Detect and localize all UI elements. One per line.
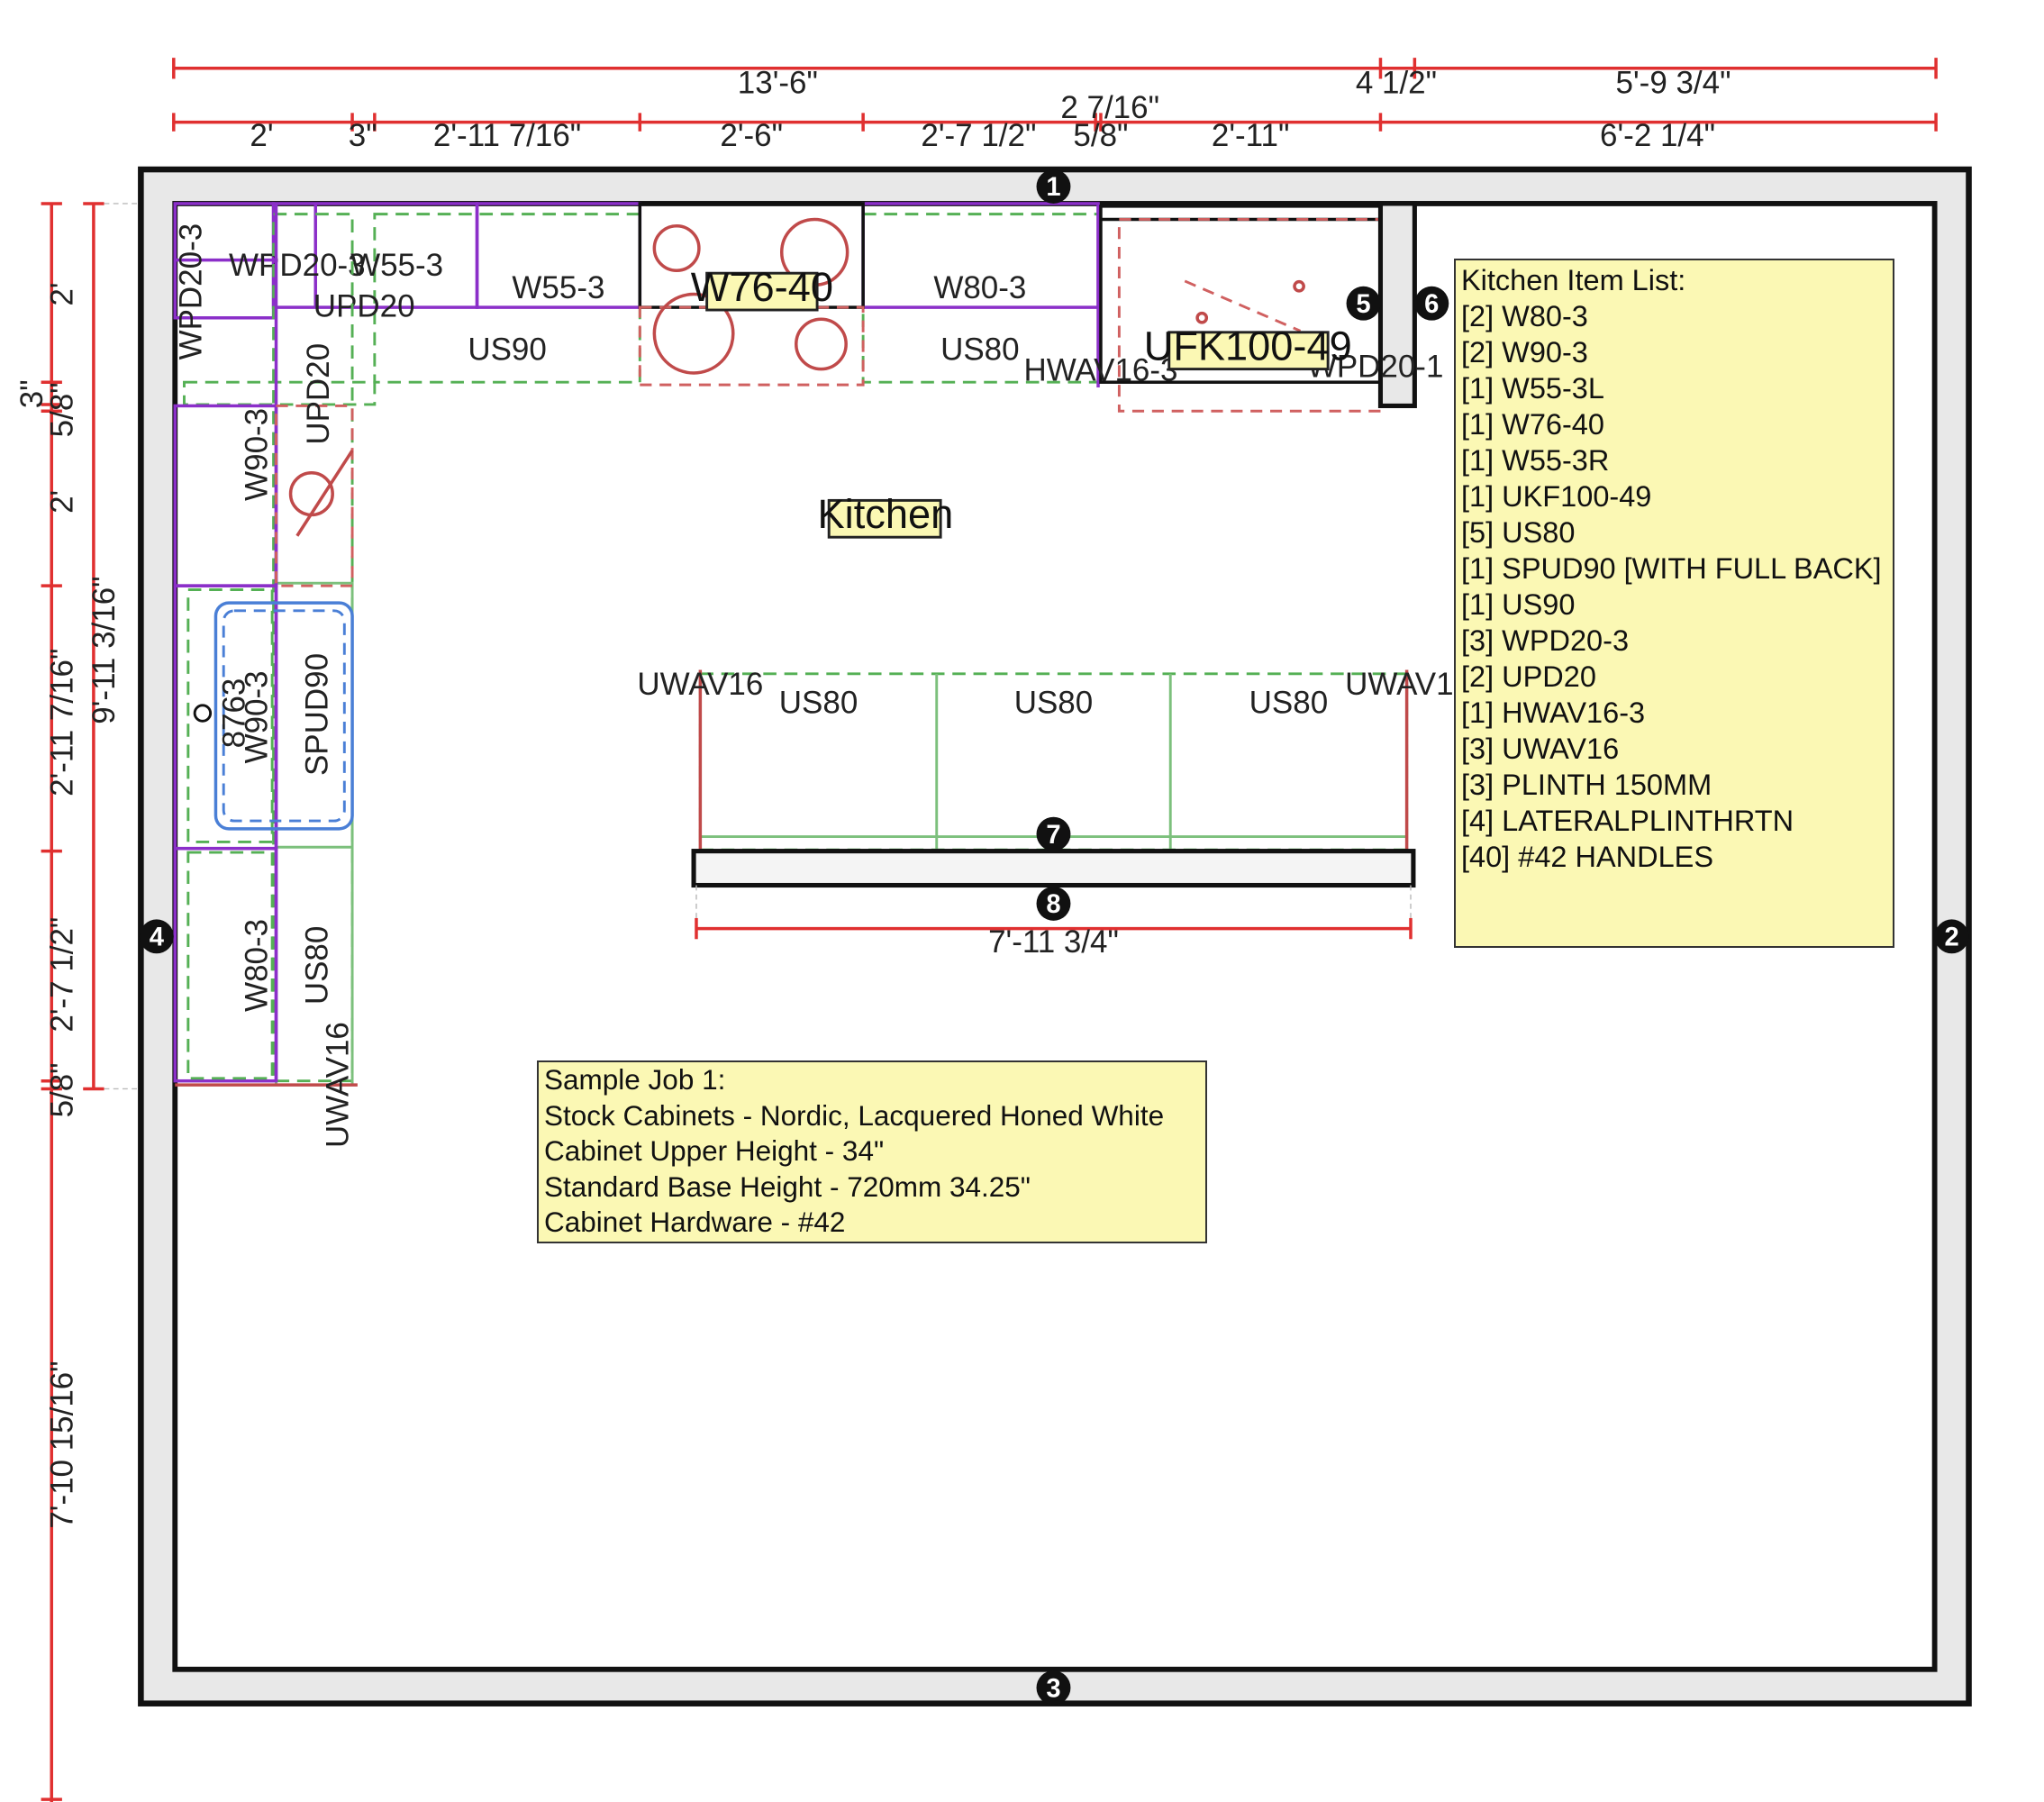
svg-text:5: 5 <box>1356 290 1370 319</box>
wall-marker-6[interactable]: 6 <box>1414 286 1449 321</box>
dim-top-total-1: 13'-6" <box>738 65 818 100</box>
cab-left-w90-3b: W90-3 <box>239 670 274 763</box>
cab-top-us80: US80 <box>940 332 1019 367</box>
cab-top-w80-3: W80-3 <box>933 270 1026 305</box>
dim-left-7: 5/8" <box>45 1062 80 1117</box>
cab-left-sink-code: 8763 <box>217 678 252 749</box>
job-note-line: Standard Base Height - 720mm 34.25" <box>544 1169 1031 1203</box>
dim-top-7: 2'-11" <box>1212 118 1289 153</box>
dim-island: 7'-11 3/4" <box>988 924 1119 960</box>
dim-top-5: 2'-7 1/2" <box>921 118 1036 153</box>
room-tag: Kitchen <box>818 491 954 537</box>
cab-left-us80: US80 <box>299 926 334 1005</box>
item-list-entry: [1] HWAV16-3 <box>1461 696 1646 729</box>
left-cabinet-run: WPD20-3 UPD20 W90-3 W90-3 SPUD90 8763 W8… <box>173 203 358 1148</box>
cab-left-wpd20-3: WPD20-3 <box>173 223 208 360</box>
item-list-entry: [1] W55-3R <box>1461 444 1610 477</box>
wall-marker-4[interactable]: 4 <box>139 919 174 954</box>
svg-text:4: 4 <box>150 924 165 952</box>
svg-text:3: 3 <box>1046 1674 1060 1703</box>
cab-top-upd20: UPD20 <box>313 288 415 323</box>
item-list-entry: [4] LATERALPLINTHRTN <box>1461 805 1794 837</box>
cab-top-hwav16-3: HWAV16-3 <box>1023 353 1177 388</box>
dim-left-2: 3" <box>14 379 50 408</box>
item-list-entry: [3] UWAV16 <box>1461 733 1620 765</box>
cab-left-spud90: SPUD90 <box>299 653 334 776</box>
item-list-entry: [3] WPD20-3 <box>1461 624 1630 657</box>
dim-left-3: 5/8" <box>45 382 80 437</box>
island: UWAV16 US80 US80 US80 UWAV16 7'-11 3/4" <box>637 667 1471 960</box>
wall-marker-7[interactable]: 7 <box>1036 816 1071 851</box>
cab-island-us80-3: US80 <box>1249 686 1328 721</box>
cab-left-w80-3: W80-3 <box>239 919 274 1012</box>
oven-tag: W76-40 <box>691 264 833 310</box>
cab-top-us90: US90 <box>468 332 546 367</box>
dim-left-total: 9'-11 3/16" <box>86 576 122 724</box>
cab-island-us80-2: US80 <box>1014 686 1093 721</box>
wall-marker-1[interactable]: 1 <box>1036 169 1071 204</box>
svg-text:2: 2 <box>1944 924 1958 952</box>
item-list-entry: [1] UKF100-49 <box>1461 480 1652 513</box>
job-note-line: Stock Cabinets - Nordic, Lacquered Honed… <box>544 1098 1165 1132</box>
dim-top-extra: 2 7/16" <box>1060 90 1159 125</box>
cab-top-w55-3a: W55-3 <box>350 248 443 283</box>
cab-left-uwav16: UWAV16 <box>321 1022 356 1148</box>
cab-left-upd20: UPD20 <box>301 343 336 445</box>
job-note-line: Sample Job 1: <box>544 1063 726 1096</box>
item-list-entry: [5] US80 <box>1461 516 1576 549</box>
dim-top-total-2: 4 1/2" <box>1356 65 1437 100</box>
item-list-entry: [2] UPD20 <box>1461 660 1596 693</box>
left-dimensions: 2' 3" 5/8" 2' 2'-11 7/16" 2'-7 1/2" 5/8"… <box>14 202 174 1802</box>
dim-left-5: 2'-11 7/16" <box>45 649 80 796</box>
item-list-title: Kitchen Item List: <box>1461 264 1686 296</box>
cab-left-w90-3a: W90-3 <box>239 408 274 501</box>
job-note-line: Cabinet Upper Height - 34" <box>544 1134 885 1167</box>
item-list-entry: [1] W55-3L <box>1461 372 1604 405</box>
item-list-entry: [2] W80-3 <box>1461 300 1588 332</box>
svg-text:8: 8 <box>1046 890 1060 919</box>
item-list-entry: [1] SPUD90 [WITH FULL BACK] <box>1461 552 1882 585</box>
wall-marker-8[interactable]: 8 <box>1036 886 1071 921</box>
top-dimensions: 13'-6" 4 1/2" 5'-9 3/4" 2' 3" 2'-11 7/16… <box>172 58 1938 153</box>
item-list-entry: [1] W76-40 <box>1461 408 1604 441</box>
dim-left-1: 2' <box>45 282 80 305</box>
dim-left-6: 2'-7 1/2" <box>45 917 80 1033</box>
dim-left-8: 7'-10 15/16" <box>45 1361 80 1528</box>
cab-top-wpd20-1: WPD20-1 <box>1307 349 1444 384</box>
item-list-entry: [2] W90-3 <box>1461 336 1588 369</box>
dim-top-6: 5/8" <box>1073 118 1128 153</box>
svg-text:1: 1 <box>1046 173 1060 202</box>
svg-text:7: 7 <box>1046 821 1060 850</box>
dim-left-4: 2' <box>45 490 80 514</box>
job-note: Sample Job 1: Stock Cabinets - Nordic, L… <box>537 1060 1207 1243</box>
svg-text:6: 6 <box>1424 290 1439 319</box>
dim-top-total-3: 5'-9 3/4" <box>1616 65 1731 100</box>
dim-top-8: 6'-2 1/4" <box>1600 118 1715 153</box>
cab-top-wpd20-3: WPD20-3 <box>229 248 366 283</box>
top-cabinet-run: WPD20-3 W55-3 UPD20 W55-3 US90 W80-3 US8… <box>173 201 1444 413</box>
dim-top-2: 3" <box>349 118 377 153</box>
cab-island-uwav16-right: UWAV16 <box>1345 667 1471 702</box>
wall-marker-2[interactable]: 2 <box>1934 919 1969 954</box>
cab-island-uwav16-left: UWAV16 <box>637 667 763 702</box>
kitchen-item-list: Kitchen Item List: [2] W80-3 [2] W90-3 [… <box>1454 259 1894 948</box>
cab-top-w55-3b: W55-3 <box>512 270 604 305</box>
item-list-entry: [3] PLINTH 150MM <box>1461 769 1712 801</box>
job-note-line: Cabinet Hardware - #42 <box>544 1206 846 1238</box>
fridge-tag: UFK100-49 <box>1144 323 1352 369</box>
wall-marker-5[interactable]: 5 <box>1346 286 1381 321</box>
cab-island-us80-1: US80 <box>779 686 858 721</box>
dim-top-1: 2' <box>250 118 273 153</box>
item-list-entry: [40] #42 HANDLES <box>1461 841 1714 873</box>
item-list-entry: [1] US90 <box>1461 588 1576 621</box>
wall-marker-3[interactable]: 3 <box>1036 1670 1071 1706</box>
dim-top-4: 2'-6" <box>720 118 783 153</box>
dim-top-3: 2'-11 7/16" <box>433 118 581 153</box>
